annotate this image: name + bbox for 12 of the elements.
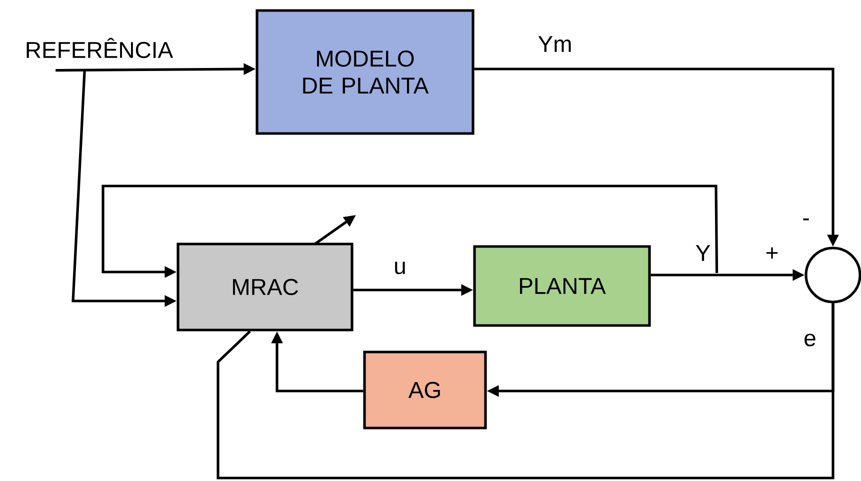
edge-label: e [802,332,818,348]
sign-label: + [766,247,778,259]
summing-junction [804,246,861,304]
edge-label: Y [694,244,712,262]
block-box: MODELO DE PLANTA [256,9,474,135]
controller-box: MRAC [176,242,354,332]
sign-label: - [803,218,809,220]
edge-label: Ym [536,35,574,53]
block-box: AG [363,350,487,430]
input-label: REFERÊNCIA [26,38,174,58]
plant-box: PLANTA [473,245,651,327]
edge-label: u [392,260,408,276]
